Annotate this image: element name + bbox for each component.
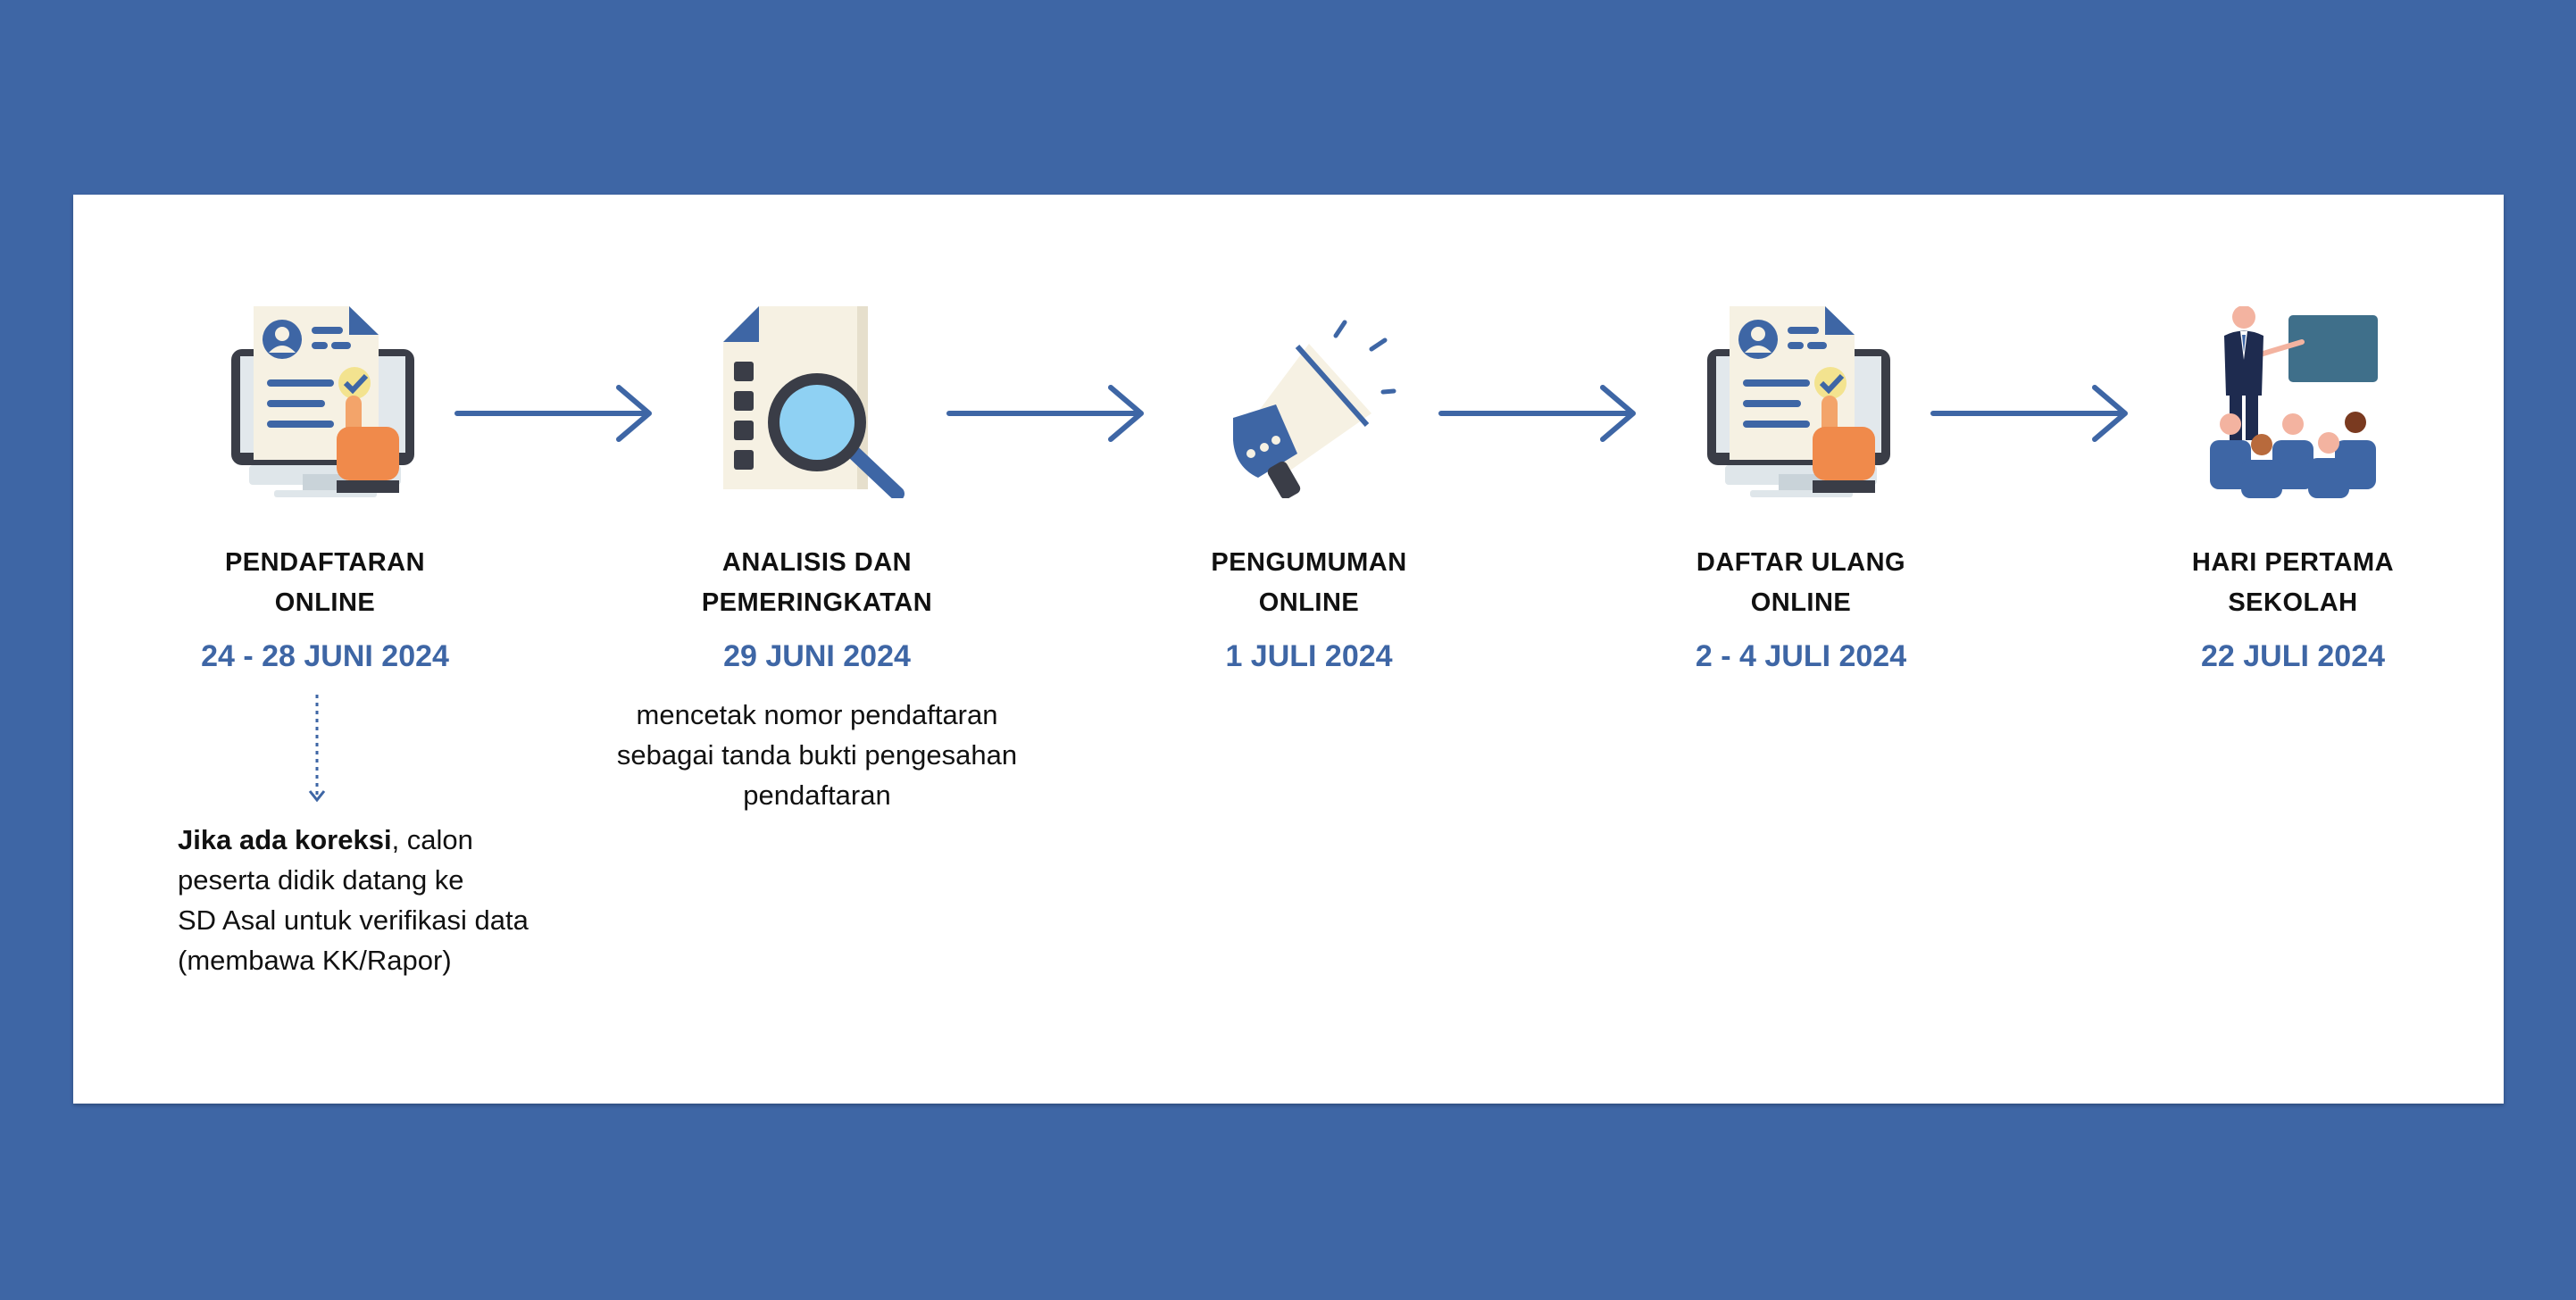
step-daftar-ulang: DAFTAR ULANG ONLINE 2 - 4 JULI 2024 (1551, 195, 2051, 1104)
step-date: 22 JULI 2024 (2200, 639, 2386, 673)
timeline-card: PENDAFTARAN ONLINE 24 - 28 JUNI 2024 A (73, 195, 2504, 1104)
step-date: 24 - 28 JUNI 2024 (201, 639, 449, 673)
step-date: 1 JULI 2024 (1225, 639, 1393, 673)
step-title: PENDAFTARAN ONLINE (224, 548, 426, 617)
step-title: PENGUMUMAN ONLINE (1211, 548, 1407, 617)
arrow-right-icon (453, 382, 658, 445)
online-registration-icon (1707, 306, 1895, 498)
correction-note-bold: Jika ada koreksi (178, 824, 392, 855)
step-analisis: ANALISIS DAN PEMERINGKATAN 29 JUNI 2024 … (567, 195, 1067, 1104)
step-pendaftaran: PENDAFTARAN ONLINE 24 - 28 JUNI 2024 (75, 195, 575, 1104)
correction-note: Jika ada koreksi, calon peserta didik da… (178, 824, 529, 976)
document-magnifier-icon (723, 306, 911, 498)
arrow-right-icon (1437, 382, 1642, 445)
step-hari-pertama: HARI PERTAMA SEKOLAH 22 JULI 2024 (2043, 195, 2543, 1104)
step-pengumuman: PENGUMUMAN ONLINE 1 JULI 2024 (1059, 195, 1559, 1104)
online-registration-icon (231, 306, 419, 498)
megaphone-icon (1215, 306, 1403, 498)
arrow-right-icon (945, 382, 1150, 445)
step-title: DAFTAR ULANG ONLINE (1696, 548, 1906, 617)
step-date: 29 JUNI 2024 (723, 639, 911, 673)
step-title: HARI PERTAMA SEKOLAH (2191, 548, 2395, 617)
dotted-arrow-down-icon (308, 693, 326, 807)
step-date: 2 - 4 JULI 2024 (1695, 639, 1907, 673)
classroom-teacher-icon (2199, 306, 2387, 498)
step-title: ANALISIS DAN PEMERINGKATAN (701, 548, 933, 617)
step-note: mencetak nomor pendaftaran sebagai tanda… (616, 699, 1018, 811)
arrow-right-icon (1929, 382, 2134, 445)
